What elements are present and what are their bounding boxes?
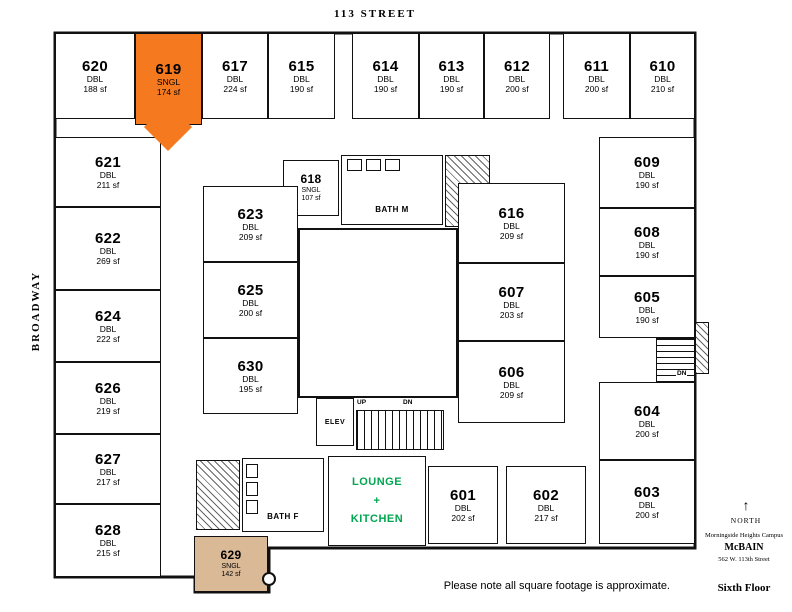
bath-fixture	[246, 500, 258, 514]
shaft-hatch-bottom	[196, 460, 240, 530]
bath-f: BATH F	[242, 458, 324, 532]
lounge-line2: +	[373, 494, 381, 507]
building-name: McBAIN	[724, 542, 764, 553]
room-608: 608 DBL 190 sf	[599, 208, 695, 276]
street-113: 113 STREET	[333, 8, 417, 20]
room-605: 605 DBL 190 sf	[599, 276, 695, 338]
bath-fixture	[246, 464, 258, 478]
bath-fixture	[366, 159, 381, 171]
stairs-right-dn-label: DN	[676, 370, 688, 377]
elevator-label: ELEV	[324, 418, 346, 426]
column-629	[262, 572, 276, 586]
lounge-kitchen: LOUNGE + KITCHEN	[328, 456, 426, 546]
room-630: 630 DBL 195 sf	[203, 338, 298, 414]
room-604: 604 DBL 200 sf	[599, 382, 695, 460]
north-arrow-icon: ↑	[742, 499, 750, 514]
room-610: 610 DBL 210 sf	[630, 33, 695, 119]
room-615: 615 DBL 190 sf	[268, 33, 335, 119]
room-620: 620 DBL 188 sf	[55, 33, 135, 119]
stairs-up-label: UP	[356, 399, 368, 406]
room-606: 606 DBL 209 sf	[458, 341, 565, 423]
bath-fixture	[246, 482, 258, 496]
north-label: NORTH	[730, 516, 762, 525]
elevator: ELEV	[316, 398, 354, 446]
room-609: 609 DBL 190 sf	[599, 137, 695, 208]
lounge-line1: LOUNGE	[351, 475, 403, 488]
room-602: 602 DBL 217 sf	[506, 466, 586, 544]
room-622: 622 DBL 269 sf	[55, 207, 161, 290]
floor-label: Sixth Floor	[717, 582, 771, 594]
stairs-right	[656, 338, 695, 382]
bath-m: BATH M	[341, 155, 443, 225]
room-628: 628 DBL 215 sf	[55, 504, 161, 577]
address-label: 562 W. 113th Street	[718, 556, 770, 563]
stairs-dn-label: DN	[402, 399, 414, 406]
room-616: 616 DBL 209 sf	[458, 183, 565, 263]
room-625: 625 DBL 200 sf	[203, 262, 298, 338]
street-broadway: BROADWAY	[30, 270, 42, 352]
room-612: 612 DBL 200 sf	[484, 33, 550, 119]
room-614: 614 DBL 190 sf	[352, 33, 419, 119]
bath-fixture	[385, 159, 400, 171]
lounge-line3: KITCHEN	[350, 513, 404, 526]
campus-label: Morningside Heights Campus	[705, 532, 783, 539]
room-603: 603 DBL 200 sf	[599, 460, 695, 544]
bath-f-label: BATH F	[267, 512, 299, 521]
courtyard	[298, 228, 458, 398]
room-613: 613 DBL 190 sf	[419, 33, 484, 119]
room-627: 627 DBL 217 sf	[55, 434, 161, 504]
room-601: 601 DBL 202 sf	[428, 466, 498, 544]
room-619: 619 SNGL 174 sf	[135, 33, 202, 125]
room-617: 617 DBL 224 sf	[202, 33, 268, 119]
room-624: 624 DBL 222 sf	[55, 290, 161, 362]
footnote: Please note all square footage is approx…	[443, 580, 670, 592]
stairs-center	[356, 410, 444, 450]
room-629: 629 SNGL 142 sf	[194, 536, 268, 592]
room-621: 621 DBL 211 sf	[55, 137, 161, 207]
room-607: 607 DBL 203 sf	[458, 263, 565, 341]
room-626: 626 DBL 219 sf	[55, 362, 161, 434]
room-611: 611 DBL 200 sf	[563, 33, 630, 119]
room-623: 623 DBL 209 sf	[203, 186, 298, 262]
bath-fixture	[347, 159, 362, 171]
bath-m-label: BATH M	[375, 205, 409, 214]
stair-bay	[695, 322, 709, 374]
